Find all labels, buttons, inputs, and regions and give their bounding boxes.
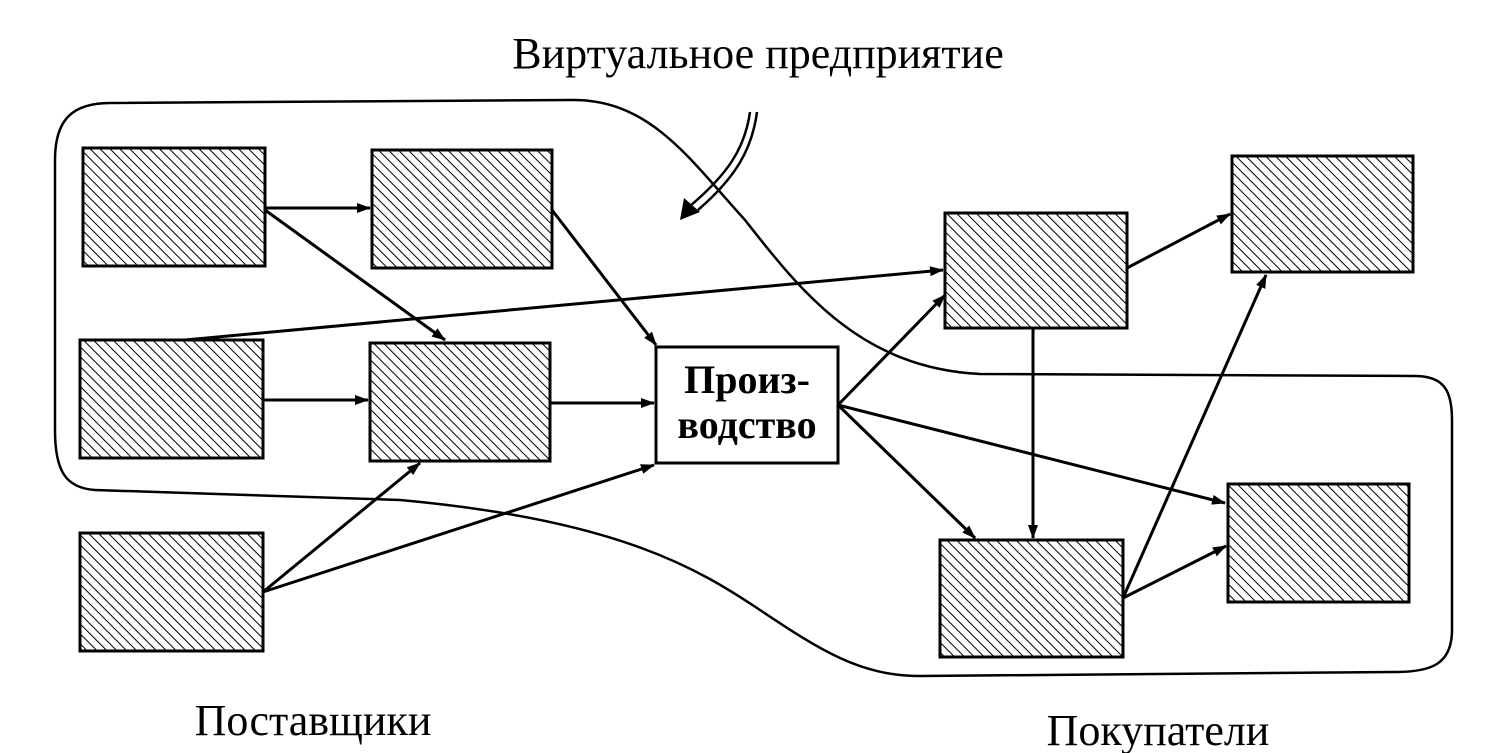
- supplier-box-5: [78, 531, 265, 653]
- flow-arrow: [836, 403, 977, 540]
- supplier-box-2: [370, 148, 554, 270]
- buyer-box-4: [1226, 482, 1411, 604]
- flow-arrow: [262, 461, 421, 594]
- boundary-pointer-arrow: [680, 111, 759, 220]
- diagram-title: Виртуальное предприятие: [512, 29, 1003, 78]
- flow-arrow: [1121, 274, 1268, 599]
- flow-arrow: [550, 209, 658, 346]
- flow-arrow: [184, 266, 944, 342]
- suppliers-label: Поставщики: [195, 696, 432, 745]
- supplier-box-3: [78, 338, 265, 460]
- production-label-line2: водство: [677, 402, 816, 447]
- supplier-box-1: [81, 146, 267, 268]
- flow-arrow: [836, 293, 947, 407]
- flow-arrow: [1126, 212, 1231, 270]
- buyer-box-2: [1230, 154, 1415, 274]
- flow-arrow: [262, 463, 655, 594]
- buyer-box-1: [943, 211, 1129, 330]
- virtual-enterprise-boundary: [53, 98, 1454, 678]
- supplier-box-4: [368, 341, 552, 463]
- buyer-box-3: [938, 538, 1125, 659]
- production-label-line1: Произ-: [684, 357, 810, 402]
- buyers-label: Покупатели: [1047, 706, 1270, 753]
- flow-arrow: [1122, 544, 1227, 600]
